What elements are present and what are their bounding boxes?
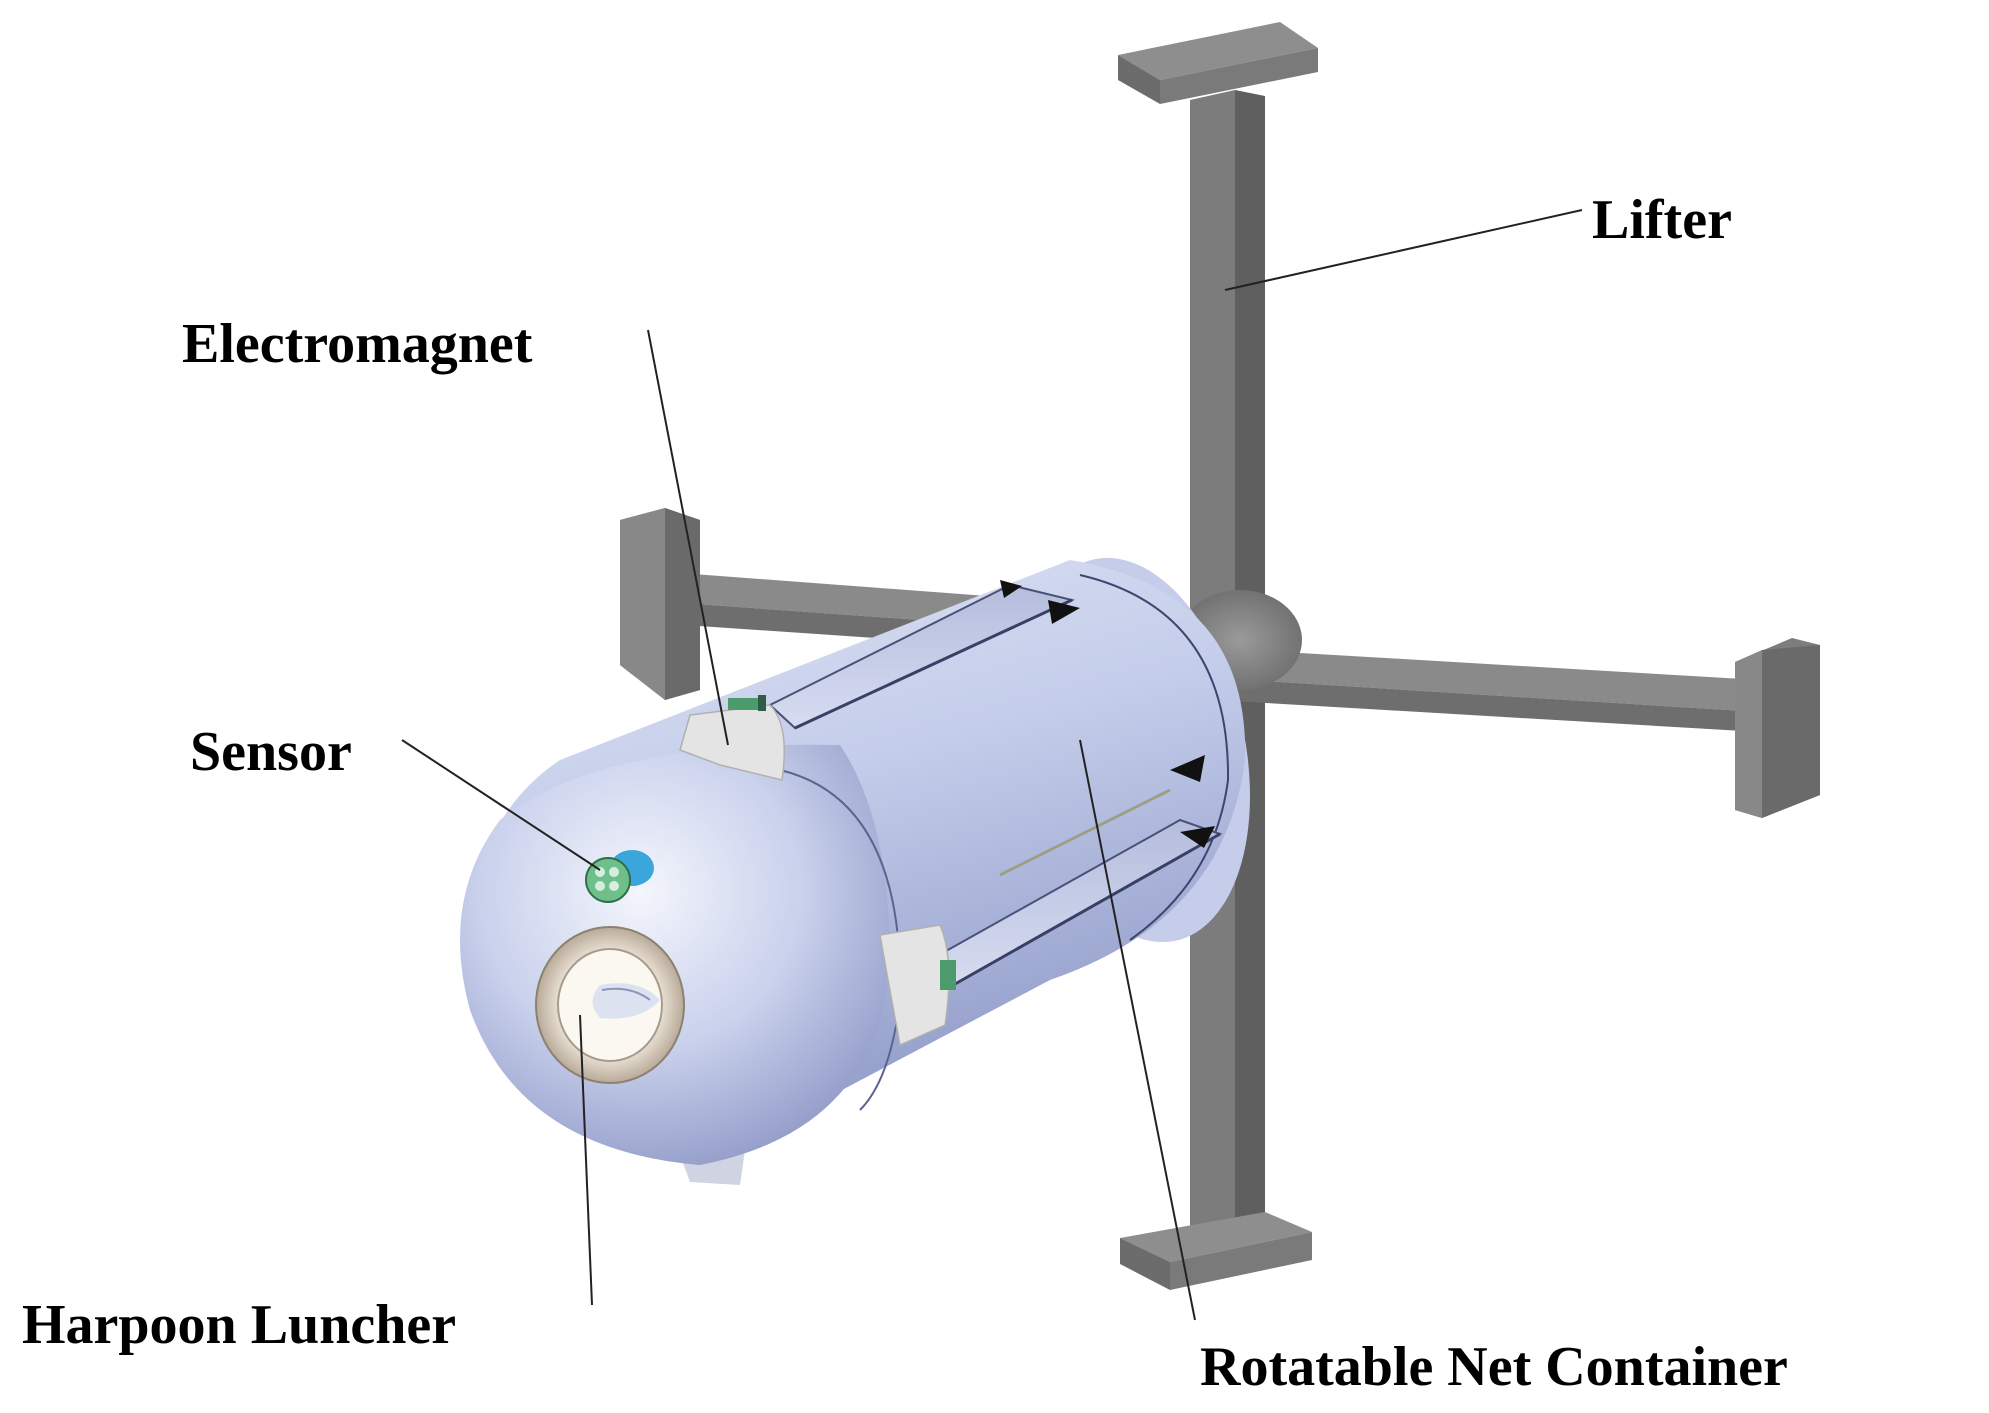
arrow-icon-upper-left <box>1000 580 1022 598</box>
lifter-right-endplate <box>1735 638 1820 818</box>
capture-device-body <box>460 557 1250 1185</box>
lower-net-slot <box>928 788 1223 990</box>
harpoon-nozzle-icon <box>535 926 685 1084</box>
lower-electromagnet-bracket <box>879 924 956 1047</box>
upper-electromagnet-bracket <box>679 695 786 781</box>
label-harpoon-launcher: Harpoon Luncher <box>22 1294 456 1356</box>
upper-net-slot <box>768 583 1076 730</box>
leader-sensor <box>401 739 601 871</box>
container-rear-seam <box>1079 574 1230 941</box>
arrow-icon-upper-right <box>1048 600 1080 624</box>
label-electromagnet: Electromagnet <box>182 313 533 375</box>
label-sensor: Sensor <box>190 721 352 783</box>
leader-rotatable-net-container <box>1079 739 1196 1321</box>
sensor-cluster-icon <box>585 850 654 903</box>
leader-electromagnet <box>647 329 729 746</box>
label-lifter: Lifter <box>1592 189 1732 251</box>
label-rotatable-net-container: Rotatable Net Container <box>1200 1336 1788 1398</box>
callout-labels: Lifter Electromagnet Sensor Harpoon Lunc… <box>22 189 1788 1398</box>
lifter-top-cap <box>1118 22 1318 104</box>
leader-harpoon-launcher <box>579 1014 593 1306</box>
leader-lines <box>401 209 1583 1321</box>
arrow-icon-lower-upper <box>1170 755 1205 782</box>
lifter-bottom-foot <box>1120 1212 1312 1290</box>
leader-lifter <box>1224 209 1583 291</box>
lifter-right-arm <box>1215 648 1760 732</box>
nose-dome <box>460 744 890 1165</box>
arrow-icon-lower <box>1180 826 1215 848</box>
